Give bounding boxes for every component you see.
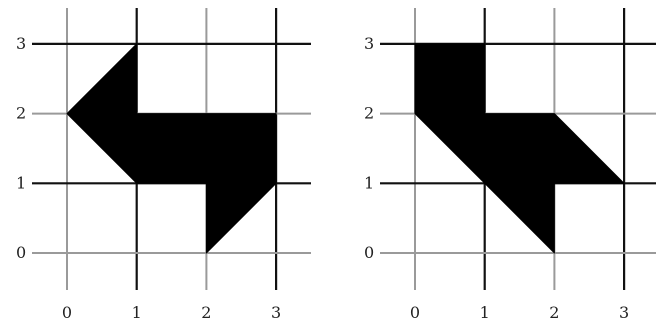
x-tick-label: 1	[132, 303, 142, 322]
x-tick-label: 1	[480, 303, 490, 322]
right-panel: 0 1 2 3 0 1 2 3	[364, 8, 656, 322]
y-tick-label: 3	[364, 34, 374, 53]
y-tick-label: 3	[16, 34, 26, 53]
x-tick-label: 2	[201, 303, 211, 322]
x-tick-label: 3	[619, 303, 629, 322]
left-panel: 0 1 2 3 0 1 2 3	[16, 8, 311, 322]
y-tick-label: 2	[364, 104, 374, 123]
y-tick-label: 1	[364, 173, 374, 192]
filled-shape	[414, 43, 625, 254]
x-tick-label: 2	[549, 303, 559, 322]
y-tick-label: 0	[16, 243, 26, 262]
x-tick-label: 0	[410, 303, 420, 322]
y-tick-label: 1	[16, 173, 26, 192]
y-tick-label: 0	[364, 243, 374, 262]
filled-shape	[66, 43, 277, 254]
y-tick-label: 2	[16, 104, 26, 123]
x-tick-label: 3	[271, 303, 281, 322]
x-tick-label: 0	[62, 303, 72, 322]
